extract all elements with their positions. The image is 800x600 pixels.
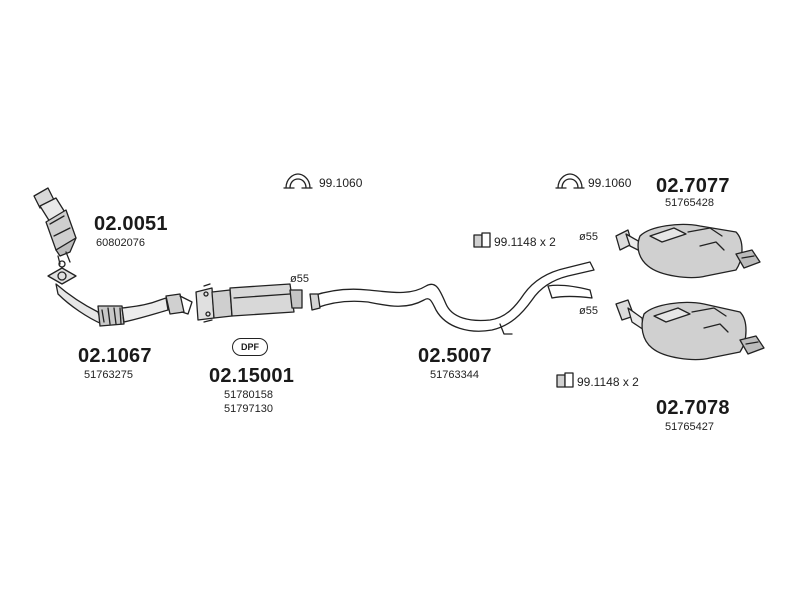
rear-muffler-bottom-diameter-label: ø55 xyxy=(579,305,598,317)
cat-part-code: 02.0051 xyxy=(94,213,168,235)
front-pipe-oem-ref: 51763275 xyxy=(84,369,133,381)
u-clamp-icon xyxy=(283,173,313,189)
clamp-b-code: 99.1060 xyxy=(588,176,632,190)
dpf-filter-part xyxy=(195,283,303,323)
cat-oem-ref: 60802076 xyxy=(96,237,145,249)
u-clamp-icon xyxy=(555,173,585,189)
catalytic-converter-part xyxy=(33,187,77,268)
rear-muffler-top-diameter-label: ø55 xyxy=(579,231,598,243)
rear-muffler-bottom-oem-ref: 51765427 xyxy=(665,421,714,433)
bracket-bottom-code: 99.1148 x 2 xyxy=(577,375,639,389)
rear-muffler-top-part xyxy=(615,223,761,279)
dpf-oem-ref-2: 51797130 xyxy=(224,403,273,415)
rubber-hanger-icon xyxy=(473,232,491,248)
rear-muffler-top-part-code: 02.7077 xyxy=(656,175,730,197)
dpf-diameter-label: ø55 xyxy=(290,273,309,285)
mid-pipe-part xyxy=(309,261,595,335)
mid-pipe-oem-ref: 51763344 xyxy=(430,369,479,381)
mid-pipe-part-code: 02.5007 xyxy=(418,345,492,367)
dpf-part-code: 02.15001 xyxy=(209,365,295,387)
dpf-oem-ref-1: 51780158 xyxy=(224,389,273,401)
rear-muffler-top-oem-ref: 51765428 xyxy=(665,197,714,209)
front-pipe-part xyxy=(47,267,193,327)
bracket-top-code: 99.1148 x 2 xyxy=(494,235,556,249)
rear-muffler-bottom-part-code: 02.7078 xyxy=(656,397,730,419)
front-pipe-part-code: 02.1067 xyxy=(78,345,152,367)
dpf-badge: DPF xyxy=(232,338,268,356)
rear-muffler-bottom-part xyxy=(615,299,765,361)
rubber-hanger-icon xyxy=(556,372,574,388)
clamp-a-code: 99.1060 xyxy=(319,176,363,190)
